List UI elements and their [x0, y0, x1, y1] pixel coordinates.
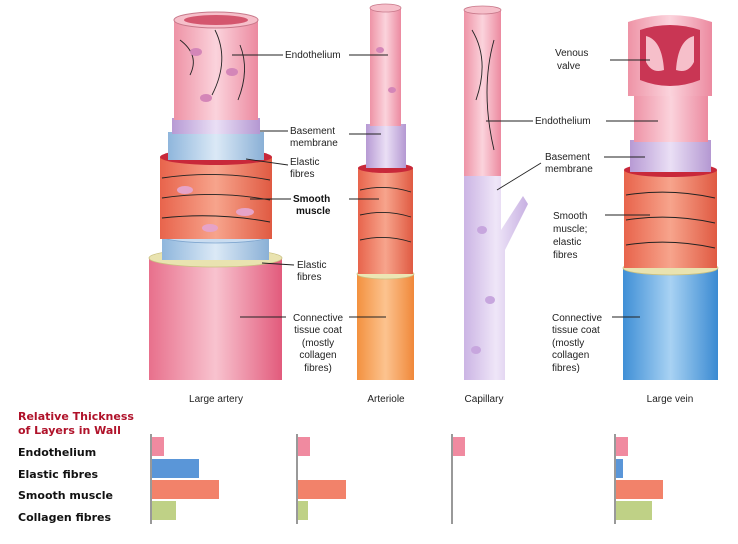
capillary-wall: [464, 175, 528, 380]
vein-connective-coat: [623, 268, 718, 380]
artery-smooth-muscle: [160, 157, 272, 239]
legend-row-elastic: Elastic fibres: [18, 468, 99, 481]
label-conn-2: tissue coat: [294, 325, 342, 336]
venous-valve: [640, 25, 700, 86]
bar-large-vein-3: [616, 501, 652, 520]
label-vconn-4: collagen: [552, 350, 589, 361]
vein-basement: [630, 140, 711, 172]
label-smooth-2: muscle: [296, 206, 331, 217]
vessel-name-large-vein: Large vein: [647, 394, 694, 405]
vessel-names: Large artery Arteriole Capillary Large v…: [189, 394, 693, 405]
bar-large-vein-1: [616, 459, 623, 478]
label-smooth-1: Smooth: [293, 194, 330, 205]
artery-inner-elastic: [168, 132, 264, 160]
thickness-legend: Relative Thickness of Layers in Wall End…: [18, 410, 134, 524]
bar-large-vein-0: [616, 437, 628, 456]
legend-row-endothelium: Endothelium: [18, 446, 96, 459]
label-vsm-1: Smooth: [553, 211, 587, 222]
label-elastic-1: Elastic: [290, 157, 319, 168]
capillary-endothelium: [464, 10, 501, 176]
vein-endothelium: [634, 96, 708, 142]
label-elastic-2: fibres: [290, 169, 314, 180]
label-endothelium-mid: Endothelium: [535, 116, 591, 127]
arteriole-endothelium: [370, 8, 401, 126]
bar-arteriole-3: [298, 501, 308, 520]
bar-large-artery-0: [152, 437, 164, 456]
thickness-bars: [150, 434, 663, 524]
label-text: Endothelium Basement membrane Elastic fi…: [285, 48, 602, 374]
label-basement-2: membrane: [290, 138, 338, 149]
label-vconn-3: (mostly: [552, 338, 584, 349]
label-basement-1: Basement: [290, 126, 335, 137]
bar-large-vein-2: [616, 480, 663, 499]
bar-capillary-0: [453, 437, 465, 456]
arteriole-basement: [366, 124, 406, 168]
label-valve-1: Venous: [555, 48, 588, 59]
label-conn-1: Connective: [293, 313, 343, 324]
legend-title-1: Relative Thickness: [18, 410, 134, 423]
bar-large-artery-3: [152, 501, 176, 520]
label-basement-mid-1: Basement: [545, 152, 590, 163]
label-vconn-2: tissue coat: [552, 325, 600, 336]
label-elastic-b-1: Elastic: [297, 260, 326, 271]
label-valve-2: valve: [557, 61, 581, 72]
label-conn-4: collagen: [299, 350, 336, 361]
label-vconn-1: Connective: [552, 313, 602, 324]
legend-row-smooth: Smooth muscle: [18, 489, 113, 502]
legend-row-collagen: Collagen fibres: [18, 511, 112, 524]
artery-connective-coat: [149, 258, 282, 380]
legend-title-2: of Layers in Wall: [18, 424, 121, 437]
label-elastic-b-2: fibres: [297, 272, 321, 283]
arteriole-smooth-muscle: [358, 168, 413, 274]
leader-lines: [232, 54, 658, 318]
artery-basement: [172, 118, 260, 134]
large-artery-illustration: [148, 11, 283, 380]
bar-arteriole-0: [298, 437, 310, 456]
arteriole-illustration: [356, 3, 415, 380]
label-vsm-3: elastic: [553, 237, 581, 248]
artery-endothelium: [174, 20, 258, 120]
bar-arteriole-2: [298, 480, 346, 499]
arteriole-connective-coat: [357, 274, 414, 380]
label-vsm-4: fibres: [553, 250, 577, 261]
bar-large-artery-1: [152, 459, 199, 478]
capillary-illustration: [463, 5, 528, 380]
vein-smooth-muscle: [624, 170, 717, 268]
label-vconn-5: fibres): [552, 363, 580, 374]
label-conn-5: fibres): [304, 363, 332, 374]
label-basement-mid-2: membrane: [545, 164, 593, 175]
label-vsm-2: muscle;: [553, 224, 587, 235]
vessel-name-arteriole: Arteriole: [367, 394, 405, 405]
large-vein-illustration: [622, 15, 719, 380]
vessel-name-large-artery: Large artery: [189, 394, 243, 405]
label-conn-3: (mostly: [302, 338, 334, 349]
bar-large-artery-2: [152, 480, 219, 499]
label-endothelium: Endothelium: [285, 50, 341, 61]
vessel-name-capillary: Capillary: [465, 394, 504, 405]
